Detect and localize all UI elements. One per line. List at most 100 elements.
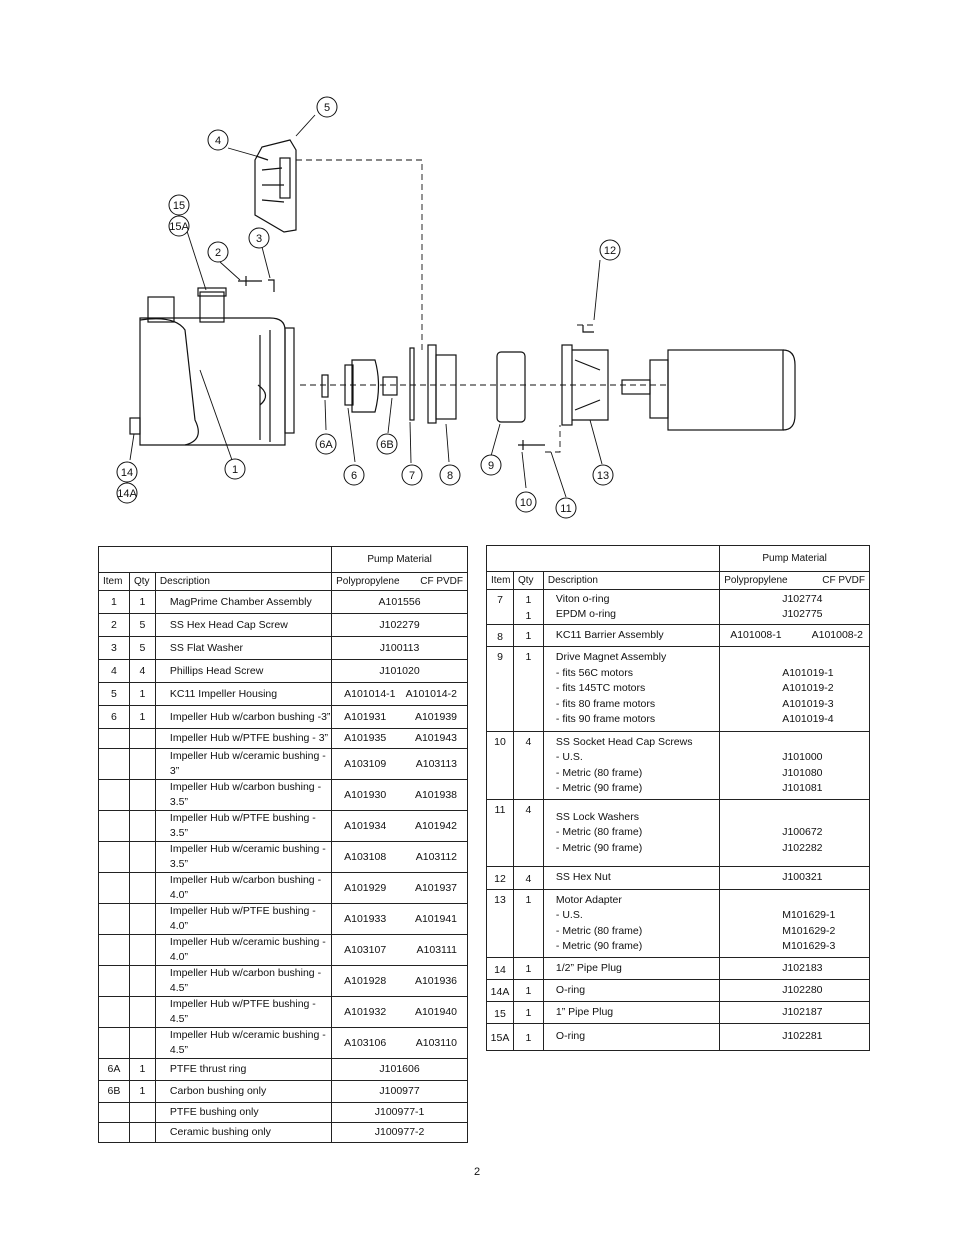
item-number: 8 xyxy=(486,624,514,647)
table-row: Impeller Hub w/PTFE bushing - 4.5”A10193… xyxy=(98,996,468,1028)
item-number: 12 xyxy=(486,866,514,890)
callout-13: 13 xyxy=(597,470,609,482)
polypropylene-part: A103108 xyxy=(344,850,387,863)
polypropylene-part: A101933 xyxy=(344,912,387,925)
part-number: J102183 xyxy=(719,957,870,980)
callout-11: 11 xyxy=(560,503,571,515)
item-number xyxy=(98,748,130,780)
item-number xyxy=(98,1027,130,1059)
motor-drawing xyxy=(621,349,796,431)
description: Impeller Hub w/ceramic bushing - 4.5” xyxy=(154,1027,333,1059)
polypropylene-part: A101934 xyxy=(344,819,387,832)
callout-15: 15 xyxy=(173,200,185,212)
quantity xyxy=(128,728,156,749)
chamber-assembly-drawing xyxy=(129,287,295,446)
description: Impeller Hub w/carbon bushing - 3.5” xyxy=(154,779,333,811)
quantity xyxy=(128,1122,156,1143)
quantity: 4 xyxy=(128,659,156,683)
callout-1: 1 xyxy=(232,464,238,476)
table-row: Impeller Hub w/carbon bushing - 4.0”A101… xyxy=(98,872,468,904)
pvdf-part: A101938 xyxy=(414,788,457,801)
part-number: A101930 A101938 xyxy=(331,779,468,811)
item-number: 15A xyxy=(486,1023,514,1051)
part-number: J102279 xyxy=(331,613,468,637)
quantity: 1 xyxy=(128,705,156,729)
part-number: J100977-2 xyxy=(331,1122,468,1143)
left-header-row-1: Pump Material xyxy=(97,546,468,573)
description: KC11 Barrier Assembly xyxy=(542,624,721,647)
description: Impeller Hub w/PTFE bushing - 4.0” xyxy=(154,903,333,935)
quantity: 1 xyxy=(128,1058,156,1081)
callout-8: 8 xyxy=(447,470,453,482)
quantity xyxy=(128,965,156,997)
description: SS Flat Washer xyxy=(154,636,333,660)
polypropylene-part: A103107 xyxy=(344,943,387,956)
quantity xyxy=(128,1027,156,1059)
item-number xyxy=(98,934,130,966)
quantity: 1 xyxy=(128,682,156,706)
polypropylene-part: A103109 xyxy=(344,757,387,770)
description: Impeller Hub w/PTFE bushing - 3.5” xyxy=(154,810,333,842)
callout-3: 3 xyxy=(256,233,262,245)
polypropylene-part: A101930 xyxy=(344,788,387,801)
pvdf-part: A101936 xyxy=(414,974,457,987)
pvdf-part: A101014-2 xyxy=(405,687,457,700)
description-header: Description xyxy=(542,571,721,590)
item-number: 9 xyxy=(486,646,514,732)
polypropylene-header: Polypropylene xyxy=(336,576,400,587)
impeller-hub-drawing xyxy=(344,359,398,413)
description: Ceramic bushing only xyxy=(154,1122,333,1143)
quantity xyxy=(128,872,156,904)
callout-2: 2 xyxy=(215,247,221,259)
description: Impeller Hub w/ceramic bushing - 4.0” xyxy=(154,934,333,966)
callout-12: 12 xyxy=(604,245,616,257)
description: 1/2” Pipe Plug xyxy=(542,957,721,980)
description: SS Lock Washers- Metric (80 frame)- Metr… xyxy=(542,799,721,867)
table-row: Impeller Hub w/ceramic bushing - 3.5” A10… xyxy=(98,841,468,873)
pvdf-part: A103110 xyxy=(415,1036,457,1049)
description: Impeller Hub w/PTFE bushing - 3” xyxy=(154,728,333,749)
callout-14a: 14A xyxy=(117,488,137,500)
callout-15a: 15A xyxy=(169,221,189,233)
part-number: J101606 xyxy=(331,1058,468,1081)
pvdf-part: A101943 xyxy=(414,732,457,744)
item-number: 14 xyxy=(486,957,514,980)
description: MagPrime Chamber Assembly xyxy=(154,590,333,614)
qty-header: Qty xyxy=(128,572,156,591)
polypropylene-part: A101008-1 xyxy=(730,628,782,641)
callout-5: 5 xyxy=(324,102,330,114)
item-header: Item xyxy=(486,571,514,590)
polypropylene-part: A101931 xyxy=(344,710,387,723)
pvdf-part: A101937 xyxy=(414,881,457,894)
table-row: Impeller Hub w/ceramic bushing - 4.0”A10… xyxy=(98,934,468,966)
pvdf-part: A103112 xyxy=(415,850,457,863)
description: Impeller Hub w/carbon bushing -3” xyxy=(154,705,333,729)
item-number: 14A xyxy=(486,979,514,1002)
description: Impeller Hub w/ceramic bushing - 3.5” xyxy=(154,841,333,873)
item-number xyxy=(98,1102,130,1123)
part-number: A101556 xyxy=(331,590,468,614)
callout-6b: 6B xyxy=(380,439,393,451)
right-header-row-1: Pump Material xyxy=(485,545,870,572)
item-number xyxy=(98,779,130,811)
polypropylene-part: A101928 xyxy=(344,974,387,987)
part-number: J102187 xyxy=(719,1001,870,1024)
item-header: Item xyxy=(98,572,130,591)
